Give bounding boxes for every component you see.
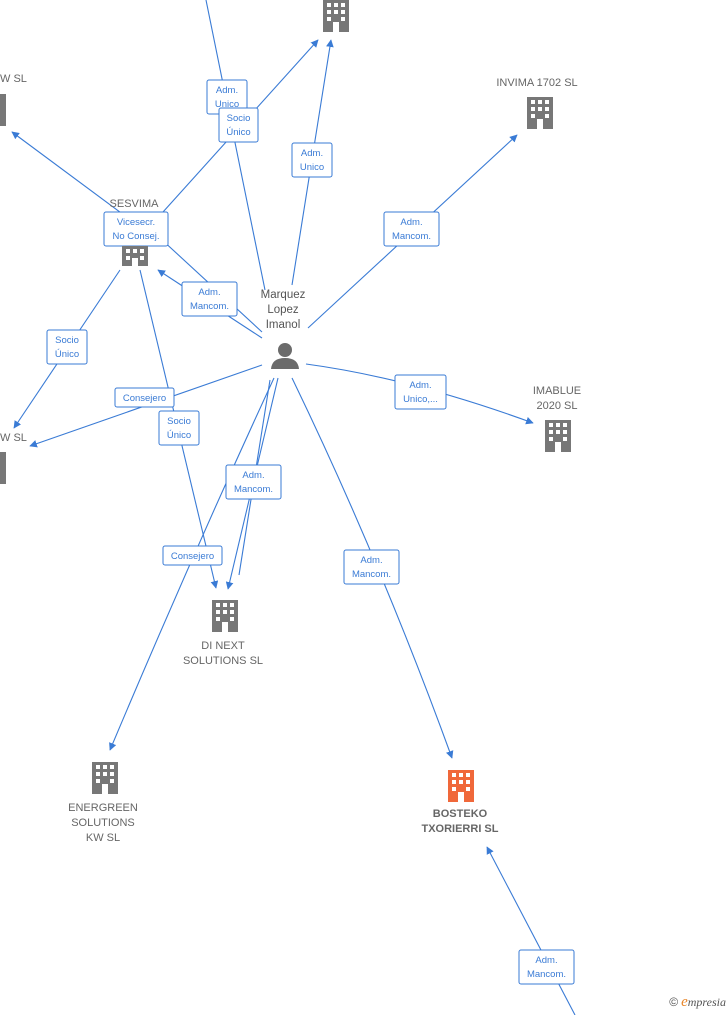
svg-text:Único: Único (55, 349, 79, 360)
company-name: DI NEXT (201, 640, 245, 652)
edge-label-socio-unico-left: Socio Único (46, 329, 88, 365)
edge-label-consejero-left: Consejero (114, 387, 175, 408)
svg-text:Socio: Socio (227, 113, 251, 124)
company-name: W SL (0, 73, 27, 85)
brand-name: mpresia (687, 995, 726, 1009)
edge-label-adm-mancom-bosteko: Adm. Mancom. (343, 549, 400, 585)
company-name: INVIMA 1702 SL (496, 77, 577, 89)
svg-text:No Consej.: No Consej. (113, 231, 160, 242)
edge-label-adm-unico-imablue: Adm. Unico,... (394, 374, 447, 410)
company-name: TXORIERRI SL (421, 823, 498, 835)
company-name: SOLUTIONS SL (183, 655, 263, 667)
building-icon (0, 94, 6, 126)
building-icon (545, 420, 571, 452)
person-name: Marquez (261, 289, 306, 301)
company-name: KW SL (86, 832, 120, 844)
person-icon (271, 343, 299, 369)
svg-text:Mancom.: Mancom. (527, 969, 566, 980)
brand-initial: e (681, 994, 688, 1010)
company-node-imablue[interactable]: IMABLUE 2020 SL (533, 385, 581, 452)
building-icon (527, 97, 553, 129)
company-name: BOSTEKO (433, 808, 488, 820)
company-node-invima[interactable]: INVIMA 1702 SL (496, 77, 578, 129)
edge-labels: Adm. Unico Socio Único Adm. Unico Adm. M… (46, 79, 575, 985)
edge-label-adm-mancom-dinext: Adm. Mancom. (225, 464, 282, 500)
company-node-dinext[interactable]: DI NEXT SOLUTIONS SL (183, 600, 263, 667)
svg-text:Adm.: Adm. (242, 470, 264, 481)
edge-label-adm-unico-mid: Adm. Unico (291, 142, 333, 178)
company-name: ENERGREEN (68, 802, 138, 814)
company-node-bosteko[interactable]: BOSTEKO TXORIERRI SL (421, 770, 499, 835)
edge-top-line (205, 0, 266, 291)
svg-text:Único: Único (167, 430, 191, 441)
edge-sesvima-to-wsl (11, 131, 129, 219)
svg-text:Adm.: Adm. (216, 85, 238, 96)
building-icon (122, 246, 148, 266)
copyright-symbol: © (669, 995, 679, 1009)
building-icon (0, 452, 6, 484)
company-node-top[interactable] (323, 0, 349, 32)
svg-text:Adm.: Adm. (535, 955, 557, 966)
building-icon (323, 0, 349, 32)
edge-label-consejero-low: Consejero (162, 545, 223, 566)
svg-text:Adm.: Adm. (360, 555, 382, 566)
company-name: 2020 SL (537, 400, 578, 412)
edge-label-socio-unico-center: Socio Único (158, 410, 200, 446)
svg-text:Mancom.: Mancom. (392, 231, 431, 242)
svg-text:Socio: Socio (167, 416, 191, 427)
svg-text:Socio: Socio (55, 335, 79, 346)
svg-text:Unico: Unico (300, 162, 324, 173)
person-name: Imanol (266, 319, 301, 331)
svg-text:Vicesecr.: Vicesecr. (117, 217, 155, 228)
svg-text:Mancom.: Mancom. (190, 301, 229, 312)
svg-text:Adm.: Adm. (400, 217, 422, 228)
building-icon (448, 770, 474, 802)
company-node-w-sl-mid[interactable]: W SL (0, 432, 27, 484)
svg-text:Adm.: Adm. (198, 287, 220, 298)
edge-label-socio-unico-top: Socio Único (218, 107, 259, 143)
edge-label-vicesec: Vicesecr. No Consej. (103, 211, 169, 247)
svg-text:Unico: Unico (215, 99, 239, 110)
edge-label-adm-mancom-invima: Adm. Mancom. (383, 211, 440, 247)
edge-bottom-to-bosteko (486, 846, 576, 1015)
footer-brand: ©empresia (669, 994, 726, 1011)
company-node-sesvima[interactable]: SESVIMA (110, 198, 160, 266)
edge-label-adm-mancom-bottom: Adm. Mancom. (518, 949, 575, 985)
company-name: SESVIMA (110, 198, 160, 210)
building-icon (212, 600, 238, 632)
svg-text:Adm.: Adm. (409, 380, 431, 391)
company-node-energreen[interactable]: ENERGREEN SOLUTIONS KW SL (68, 762, 138, 844)
svg-text:Consejero: Consejero (123, 393, 166, 404)
edge-label-adm-mancom-sesvima: Adm. Mancom. (181, 281, 238, 317)
svg-text:Consejero: Consejero (171, 551, 214, 562)
svg-text:Mancom.: Mancom. (234, 484, 273, 495)
svg-text:Mancom.: Mancom. (352, 569, 391, 580)
person-node[interactable]: Marquez Lopez Imanol (261, 289, 306, 369)
company-name: W SL (0, 432, 27, 444)
company-node-w-sl-top[interactable]: W SL (0, 73, 27, 126)
company-name: SOLUTIONS (71, 817, 135, 829)
svg-text:Adm.: Adm. (301, 148, 323, 159)
building-icon (92, 762, 118, 794)
person-name: Lopez (267, 304, 299, 316)
company-name: IMABLUE (533, 385, 581, 397)
svg-text:Único: Único (226, 127, 250, 138)
svg-text:Unico,...: Unico,... (403, 394, 438, 405)
